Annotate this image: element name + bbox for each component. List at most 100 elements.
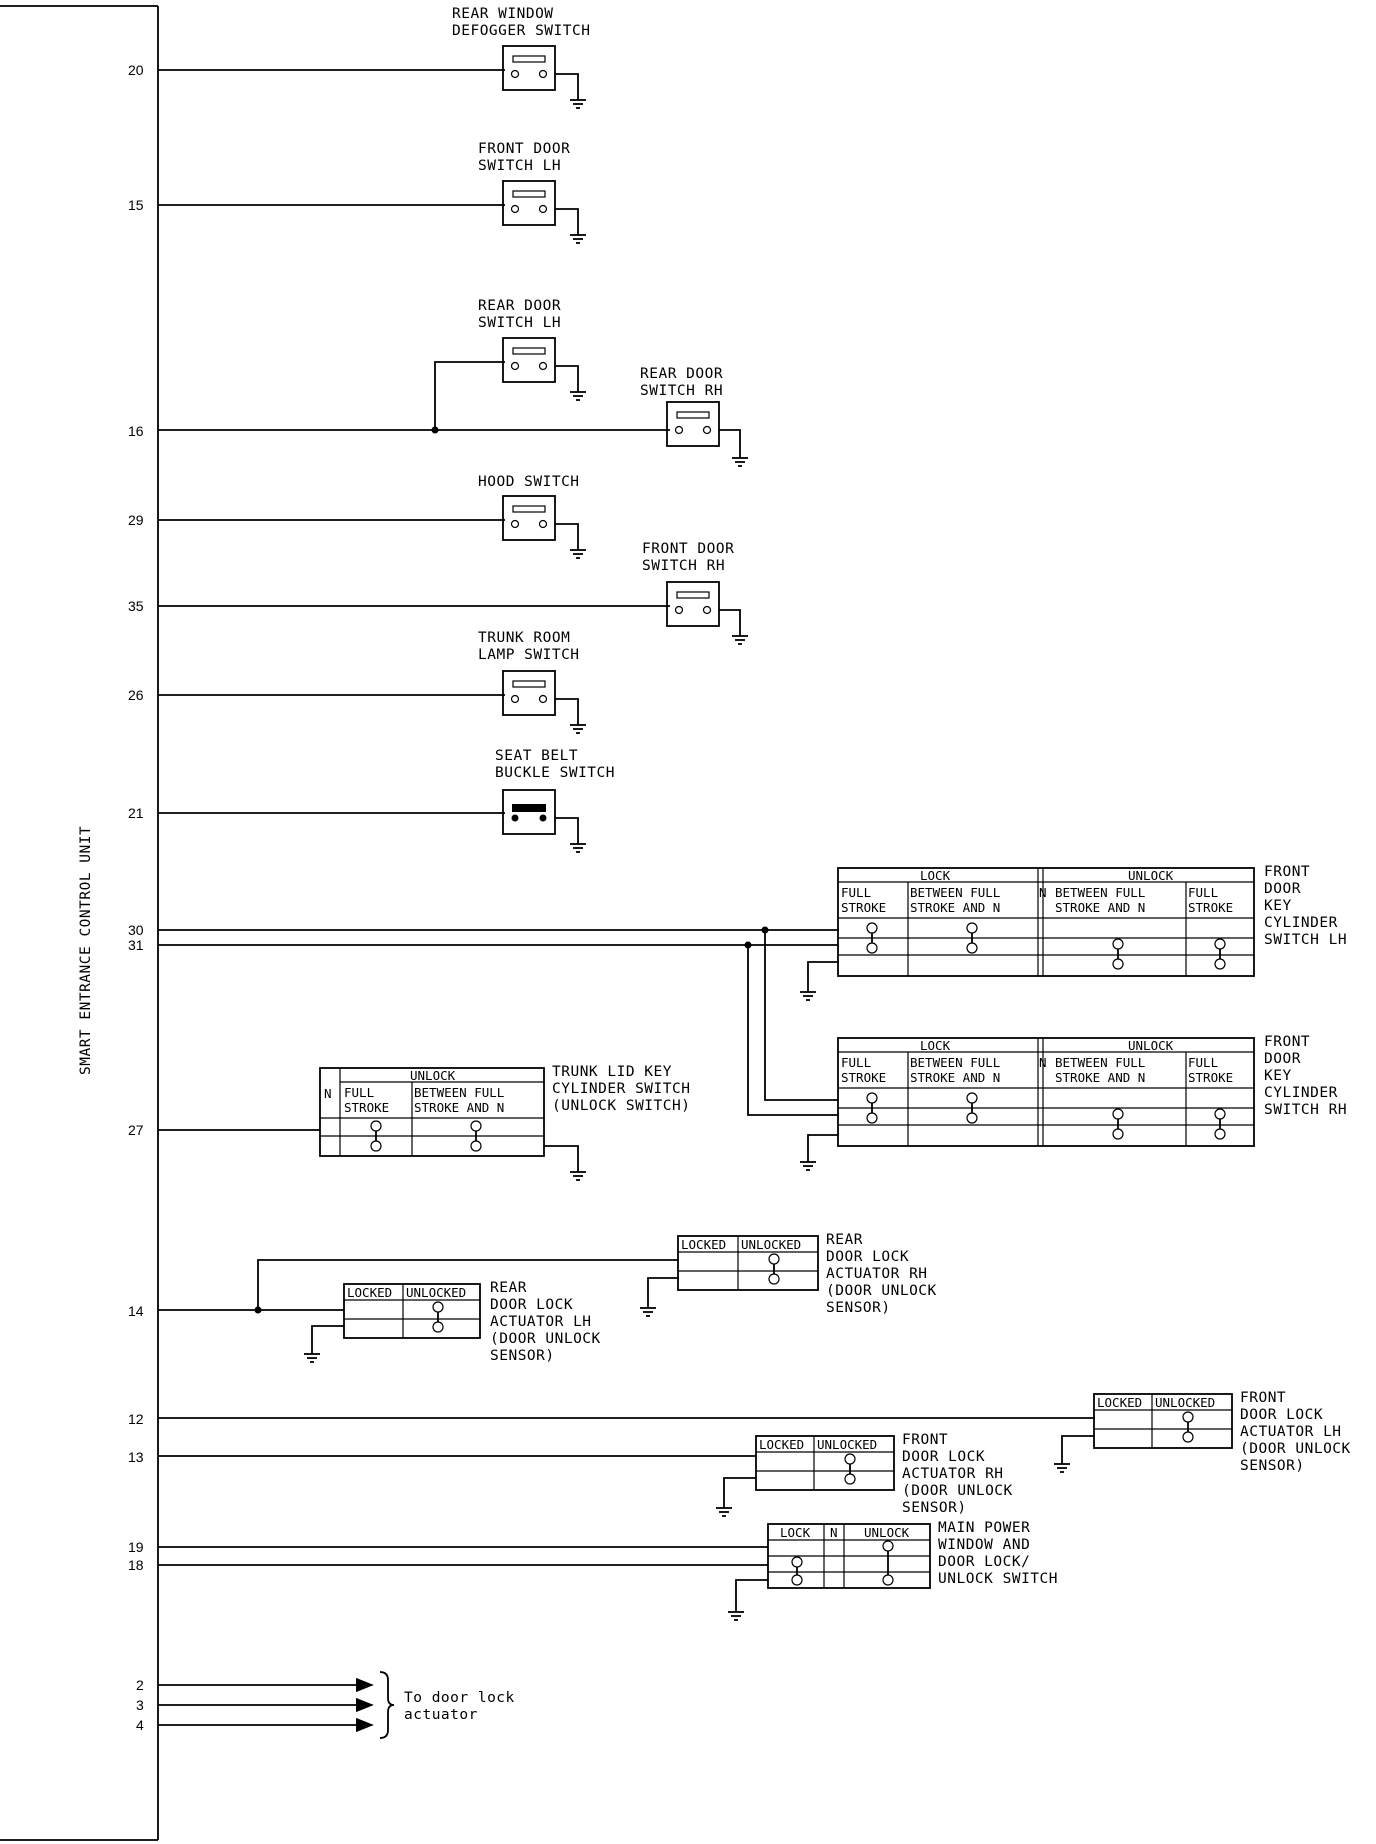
svg-text:LOCKED: LOCKED [681, 1237, 726, 1252]
svg-text:UNLOCK: UNLOCK [410, 1068, 456, 1083]
svg-text:DEFOGGER SWITCH: DEFOGGER SWITCH [452, 23, 590, 39]
front-door-key-cylinder-switch-lh: LOCK UNLOCK N FULL STROKE BETWEEN FULL S… [837, 864, 1347, 977]
svg-text:REAR DOOR: REAR DOOR [640, 366, 723, 382]
svg-text:STROKE: STROKE [841, 900, 886, 915]
svg-text:SWITCH RH: SWITCH RH [642, 558, 725, 574]
svg-text:LOCKED: LOCKED [759, 1437, 804, 1452]
svg-text:KEY: KEY [1264, 1068, 1292, 1084]
pin-16: 16 [128, 423, 144, 439]
trunk-room-lamp-switch: TRUNK ROOM LAMP SWITCH [158, 630, 587, 734]
pin-14: 14 [128, 1303, 144, 1319]
svg-text:UNLOCKED: UNLOCKED [1155, 1395, 1215, 1410]
seat-belt-buckle-switch: SEAT BELT BUCKLE SWITCH [158, 748, 615, 853]
svg-text:N: N [1039, 885, 1047, 900]
control-unit-label: SMART ENTRANCE CONTROL UNIT [78, 826, 94, 1075]
svg-text:STROKE AND N: STROKE AND N [1055, 1070, 1145, 1085]
svg-text:FULL: FULL [344, 1085, 374, 1100]
pin-labels: 20 15 16 29 35 26 21 30 31 27 14 12 13 1… [128, 62, 144, 1733]
svg-text:SWITCH RH: SWITCH RH [640, 383, 723, 399]
svg-text:(DOOR UNLOCK: (DOOR UNLOCK [902, 1483, 1013, 1499]
pin-2: 2 [136, 1677, 144, 1693]
svg-text:REAR: REAR [490, 1280, 527, 1296]
svg-text:STROKE: STROKE [344, 1100, 389, 1115]
control-unit-bracket [0, 5, 159, 1841]
svg-text:BETWEEN FULL: BETWEEN FULL [910, 885, 1000, 900]
svg-text:DOOR: DOOR [1264, 881, 1301, 897]
svg-text:UNLOCKED: UNLOCKED [741, 1237, 801, 1252]
svg-text:FRONT DOOR: FRONT DOOR [478, 141, 570, 157]
svg-text:CYLINDER: CYLINDER [1264, 915, 1338, 931]
svg-text:UNLOCK SWITCH: UNLOCK SWITCH [938, 1571, 1058, 1587]
svg-text:WINDOW AND: WINDOW AND [938, 1537, 1030, 1553]
svg-text:FRONT DOOR: FRONT DOOR [642, 541, 734, 557]
pin-29: 29 [128, 512, 144, 528]
svg-text:(DOOR UNLOCK: (DOOR UNLOCK [490, 1331, 601, 1347]
svg-text:LOCKED: LOCKED [1097, 1395, 1142, 1410]
pin-13: 13 [128, 1449, 144, 1465]
svg-text:ACTUATOR LH: ACTUATOR LH [490, 1314, 592, 1330]
svg-text:REAR DOOR: REAR DOOR [478, 298, 561, 314]
svg-text:UNLOCK: UNLOCK [864, 1525, 910, 1540]
svg-text:DOOR LOCK: DOOR LOCK [490, 1297, 573, 1313]
svg-text:BETWEEN FULL: BETWEEN FULL [910, 1055, 1000, 1070]
svg-text:TRUNK LID KEY: TRUNK LID KEY [552, 1064, 672, 1080]
svg-text:CYLINDER SWITCH: CYLINDER SWITCH [552, 1081, 690, 1097]
rear-window-defogger-switch: REAR WINDOW DEFOGGER SWITCH [158, 6, 590, 109]
pin-21: 21 [128, 805, 144, 821]
svg-text:ACTUATOR RH: ACTUATOR RH [826, 1266, 928, 1282]
svg-text:actuator: actuator [404, 1707, 478, 1723]
pin-35: 35 [128, 598, 144, 614]
svg-text:FRONT: FRONT [1264, 864, 1310, 880]
svg-text:SENSOR): SENSOR) [826, 1300, 891, 1316]
svg-text:SENSOR): SENSOR) [1240, 1458, 1305, 1474]
key-cylinder-wiring [158, 926, 838, 1171]
svg-text:N: N [830, 1525, 838, 1540]
svg-text:REAR: REAR [826, 1232, 863, 1248]
svg-text:LOCK: LOCK [780, 1525, 811, 1540]
svg-text:STROKE AND N: STROKE AND N [910, 1070, 1000, 1085]
pin-20: 20 [128, 62, 144, 78]
svg-text:BETWEEN FULL: BETWEEN FULL [414, 1085, 504, 1100]
svg-text:N: N [1039, 1055, 1047, 1070]
svg-text:SEAT BELT: SEAT BELT [495, 748, 578, 764]
svg-text:STROKE AND N: STROKE AND N [414, 1100, 504, 1115]
rear-door-switches: REAR DOOR SWITCH LH REAR DOOR SWITCH RH [158, 298, 749, 467]
svg-text:HOOD SWITCH: HOOD SWITCH [478, 474, 580, 490]
svg-text:DOOR LOCK: DOOR LOCK [1240, 1407, 1323, 1423]
svg-text:SWITCH RH: SWITCH RH [1264, 1102, 1347, 1118]
svg-text:TRUNK ROOM: TRUNK ROOM [478, 630, 570, 646]
svg-text:ACTUATOR LH: ACTUATOR LH [1240, 1424, 1342, 1440]
svg-text:SENSOR): SENSOR) [490, 1348, 555, 1364]
svg-text:SWITCH LH: SWITCH LH [478, 315, 561, 331]
hood-switch: HOOD SWITCH [158, 474, 587, 559]
svg-text:ACTUATOR RH: ACTUATOR RH [902, 1466, 1004, 1482]
svg-text:SENSOR): SENSOR) [902, 1500, 967, 1516]
svg-text:SWITCH LH: SWITCH LH [478, 158, 561, 174]
svg-text:STROKE AND N: STROKE AND N [1055, 900, 1145, 915]
svg-text:UNLOCK: UNLOCK [1128, 1038, 1174, 1053]
door-lock-actuator-outputs: To door lock actuator [158, 1671, 515, 1739]
pin-4: 4 [136, 1717, 144, 1733]
trunk-lid-key-cylinder-switch: UNLOCK N FULL STROKE BETWEEN FULL STROKE… [158, 1064, 690, 1181]
svg-text:SWITCH LH: SWITCH LH [1264, 932, 1347, 948]
svg-text:N: N [324, 1086, 332, 1101]
svg-text:To door lock: To door lock [404, 1690, 515, 1706]
svg-text:LOCKED: LOCKED [347, 1285, 392, 1300]
svg-text:(DOOR UNLOCK: (DOOR UNLOCK [1240, 1441, 1351, 1457]
pin-27: 27 [128, 1122, 144, 1138]
svg-text:UNLOCKED: UNLOCKED [406, 1285, 466, 1300]
svg-text:FULL: FULL [841, 885, 871, 900]
svg-text:LOCK: LOCK [920, 868, 951, 883]
svg-text:REAR WINDOW: REAR WINDOW [452, 6, 554, 22]
svg-text:LAMP SWITCH: LAMP SWITCH [478, 647, 580, 663]
pin-3: 3 [136, 1697, 144, 1713]
svg-text:FRONT: FRONT [1264, 1034, 1310, 1050]
svg-text:MAIN POWER: MAIN POWER [938, 1520, 1030, 1536]
svg-text:UNLOCK: UNLOCK [1128, 868, 1174, 883]
svg-text:CYLINDER: CYLINDER [1264, 1085, 1338, 1101]
pin-31: 31 [128, 937, 144, 953]
front-door-key-cylinder-switch-rh: LOCK UNLOCK N FULL STROKE BETWEEN FULL S… [837, 1034, 1347, 1147]
svg-text:DOOR: DOOR [1264, 1051, 1301, 1067]
svg-text:STROKE: STROKE [1188, 900, 1233, 915]
svg-text:BETWEEN FULL: BETWEEN FULL [1055, 885, 1145, 900]
